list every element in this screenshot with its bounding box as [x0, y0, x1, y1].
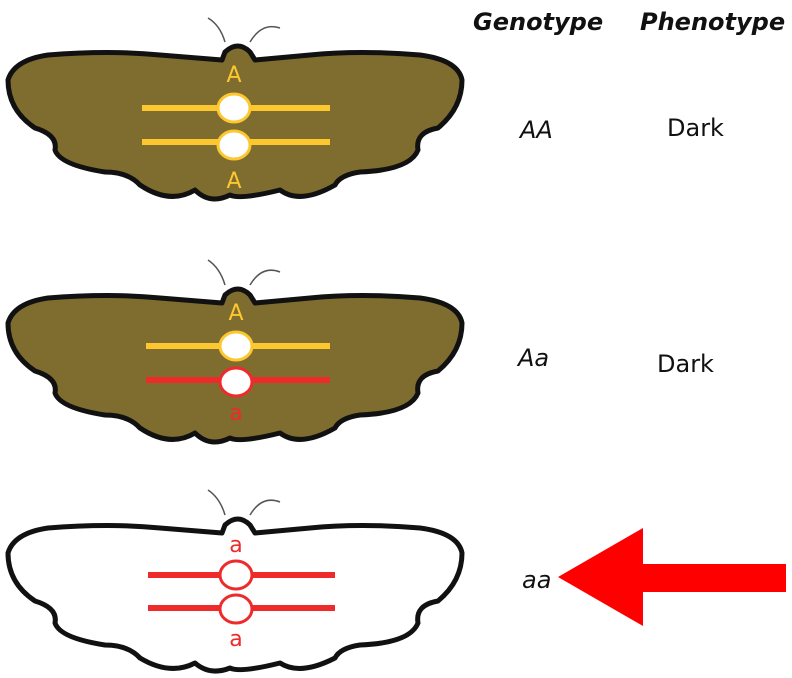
- genotype-header: Genotype: [473, 8, 603, 36]
- centromere-top: [220, 332, 252, 360]
- centromere-top: [220, 561, 252, 589]
- genotype-value-1: AA: [520, 116, 553, 144]
- moth-light-aa: a a: [0, 480, 470, 678]
- antennae: [208, 490, 280, 515]
- allele-top-label: A: [226, 63, 241, 88]
- centromere-bottom: [220, 595, 252, 623]
- centromere-bottom: [218, 131, 250, 159]
- phenotype-header: Phenotype: [640, 8, 785, 36]
- centromere-top: [218, 94, 250, 122]
- allele-bottom-label: A: [226, 169, 241, 194]
- phenotype-value-1: Dark: [667, 114, 724, 142]
- antennae: [208, 260, 280, 285]
- allele-bottom-label: a: [229, 401, 242, 426]
- allele-bottom-label: a: [229, 627, 242, 652]
- pointer-arrow: [550, 528, 790, 628]
- genotype-value-2: Aa: [518, 344, 549, 372]
- centromere-bottom: [220, 368, 252, 396]
- moth-dark-AA: A A: [0, 10, 470, 205]
- moth-dark-Aa: A a: [0, 250, 470, 460]
- genotype-value-3: aa: [522, 566, 551, 594]
- allele-top-label: a: [229, 533, 242, 558]
- phenotype-value-2: Dark: [657, 350, 714, 378]
- antennae: [208, 18, 280, 42]
- allele-top-label: A: [228, 301, 243, 326]
